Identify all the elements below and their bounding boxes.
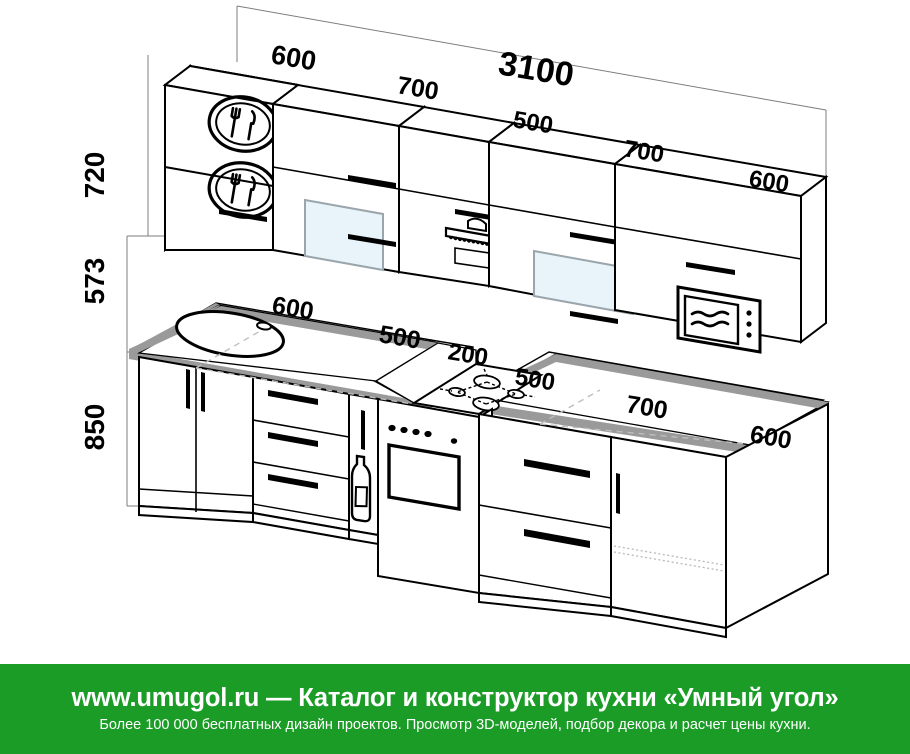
dim-height-573: 573 (79, 258, 110, 305)
pullout-handle[interactable] (361, 410, 365, 450)
oven-control-knobs[interactable] (388, 424, 458, 444)
dim-height-850: 850 (79, 404, 110, 451)
cabinet-handle-bottom[interactable] (348, 234, 396, 247)
microwave-icon (676, 285, 762, 354)
cabinet-handle-bottom-right[interactable] (570, 311, 618, 324)
drawing-canvas: 600 700 500 700 600 3100 720 573 850 600… (79, 5, 830, 639)
base-cabinet-600-corner[interactable] (610, 402, 829, 639)
banner-title: www.umugol.ru — Каталог и конструктор ку… (71, 684, 839, 712)
dim-upper-700-left: 700 (395, 71, 441, 106)
dim-upper-500: 500 (511, 106, 555, 139)
leader-3100-span (236, 5, 827, 111)
dim-base-700-drawers: 700 (624, 390, 670, 425)
bottle-icon (350, 454, 372, 523)
drawer-handles-right[interactable] (524, 459, 590, 548)
base-cabinet-700-drawers[interactable] (478, 412, 612, 618)
dim-base-500-oven: 500 (513, 363, 557, 396)
banner-subtitle: Более 100 000 бесплатных дизайн проектов… (99, 716, 811, 733)
kitchen-isometric-drawing: 600 700 500 700 600 3100 720 573 850 600… (79, 5, 830, 639)
drawer-handles[interactable] (268, 390, 318, 489)
door-handle-vertical-left[interactable] (186, 369, 190, 409)
dim-upper-600-left: 600 (269, 39, 318, 76)
dim-base-500-drawers: 500 (377, 320, 423, 355)
dimension-leader-lines (126, 5, 827, 507)
dim-height-720: 720 (79, 152, 110, 199)
sink-bowl-icon (175, 310, 285, 358)
door-handle-corner[interactable] (616, 473, 620, 514)
oven-door-window (387, 442, 461, 512)
cabinet-handle[interactable] (455, 209, 497, 221)
door-handle-vertical-right[interactable] (201, 372, 205, 412)
dim-upper-600-right: 600 (747, 165, 791, 198)
base-cabinet-600-sink[interactable] (138, 355, 254, 524)
cabinet-handle[interactable] (219, 209, 267, 222)
dim-base-600-sink: 600 (270, 291, 316, 326)
glass-panel (304, 198, 384, 272)
dim-total-3100: 3100 (496, 44, 577, 94)
cabinet-handle-top-right[interactable] (570, 232, 618, 245)
dim-upper-700-right: 700 (622, 135, 666, 168)
upper-cabinet-600-microwave[interactable] (612, 143, 829, 345)
oven-hob-icon (411, 362, 544, 417)
cabinet-handle[interactable] (686, 262, 735, 275)
dim-base-200-bottle: 200 (446, 338, 490, 371)
counter-depth-guides (195, 329, 749, 445)
cabinet-handle-top[interactable] (348, 175, 396, 188)
dim-base-600-corner: 600 (748, 420, 794, 455)
site-promo-banner: www.umugol.ru — Каталог и конструктор ку… (0, 664, 910, 754)
